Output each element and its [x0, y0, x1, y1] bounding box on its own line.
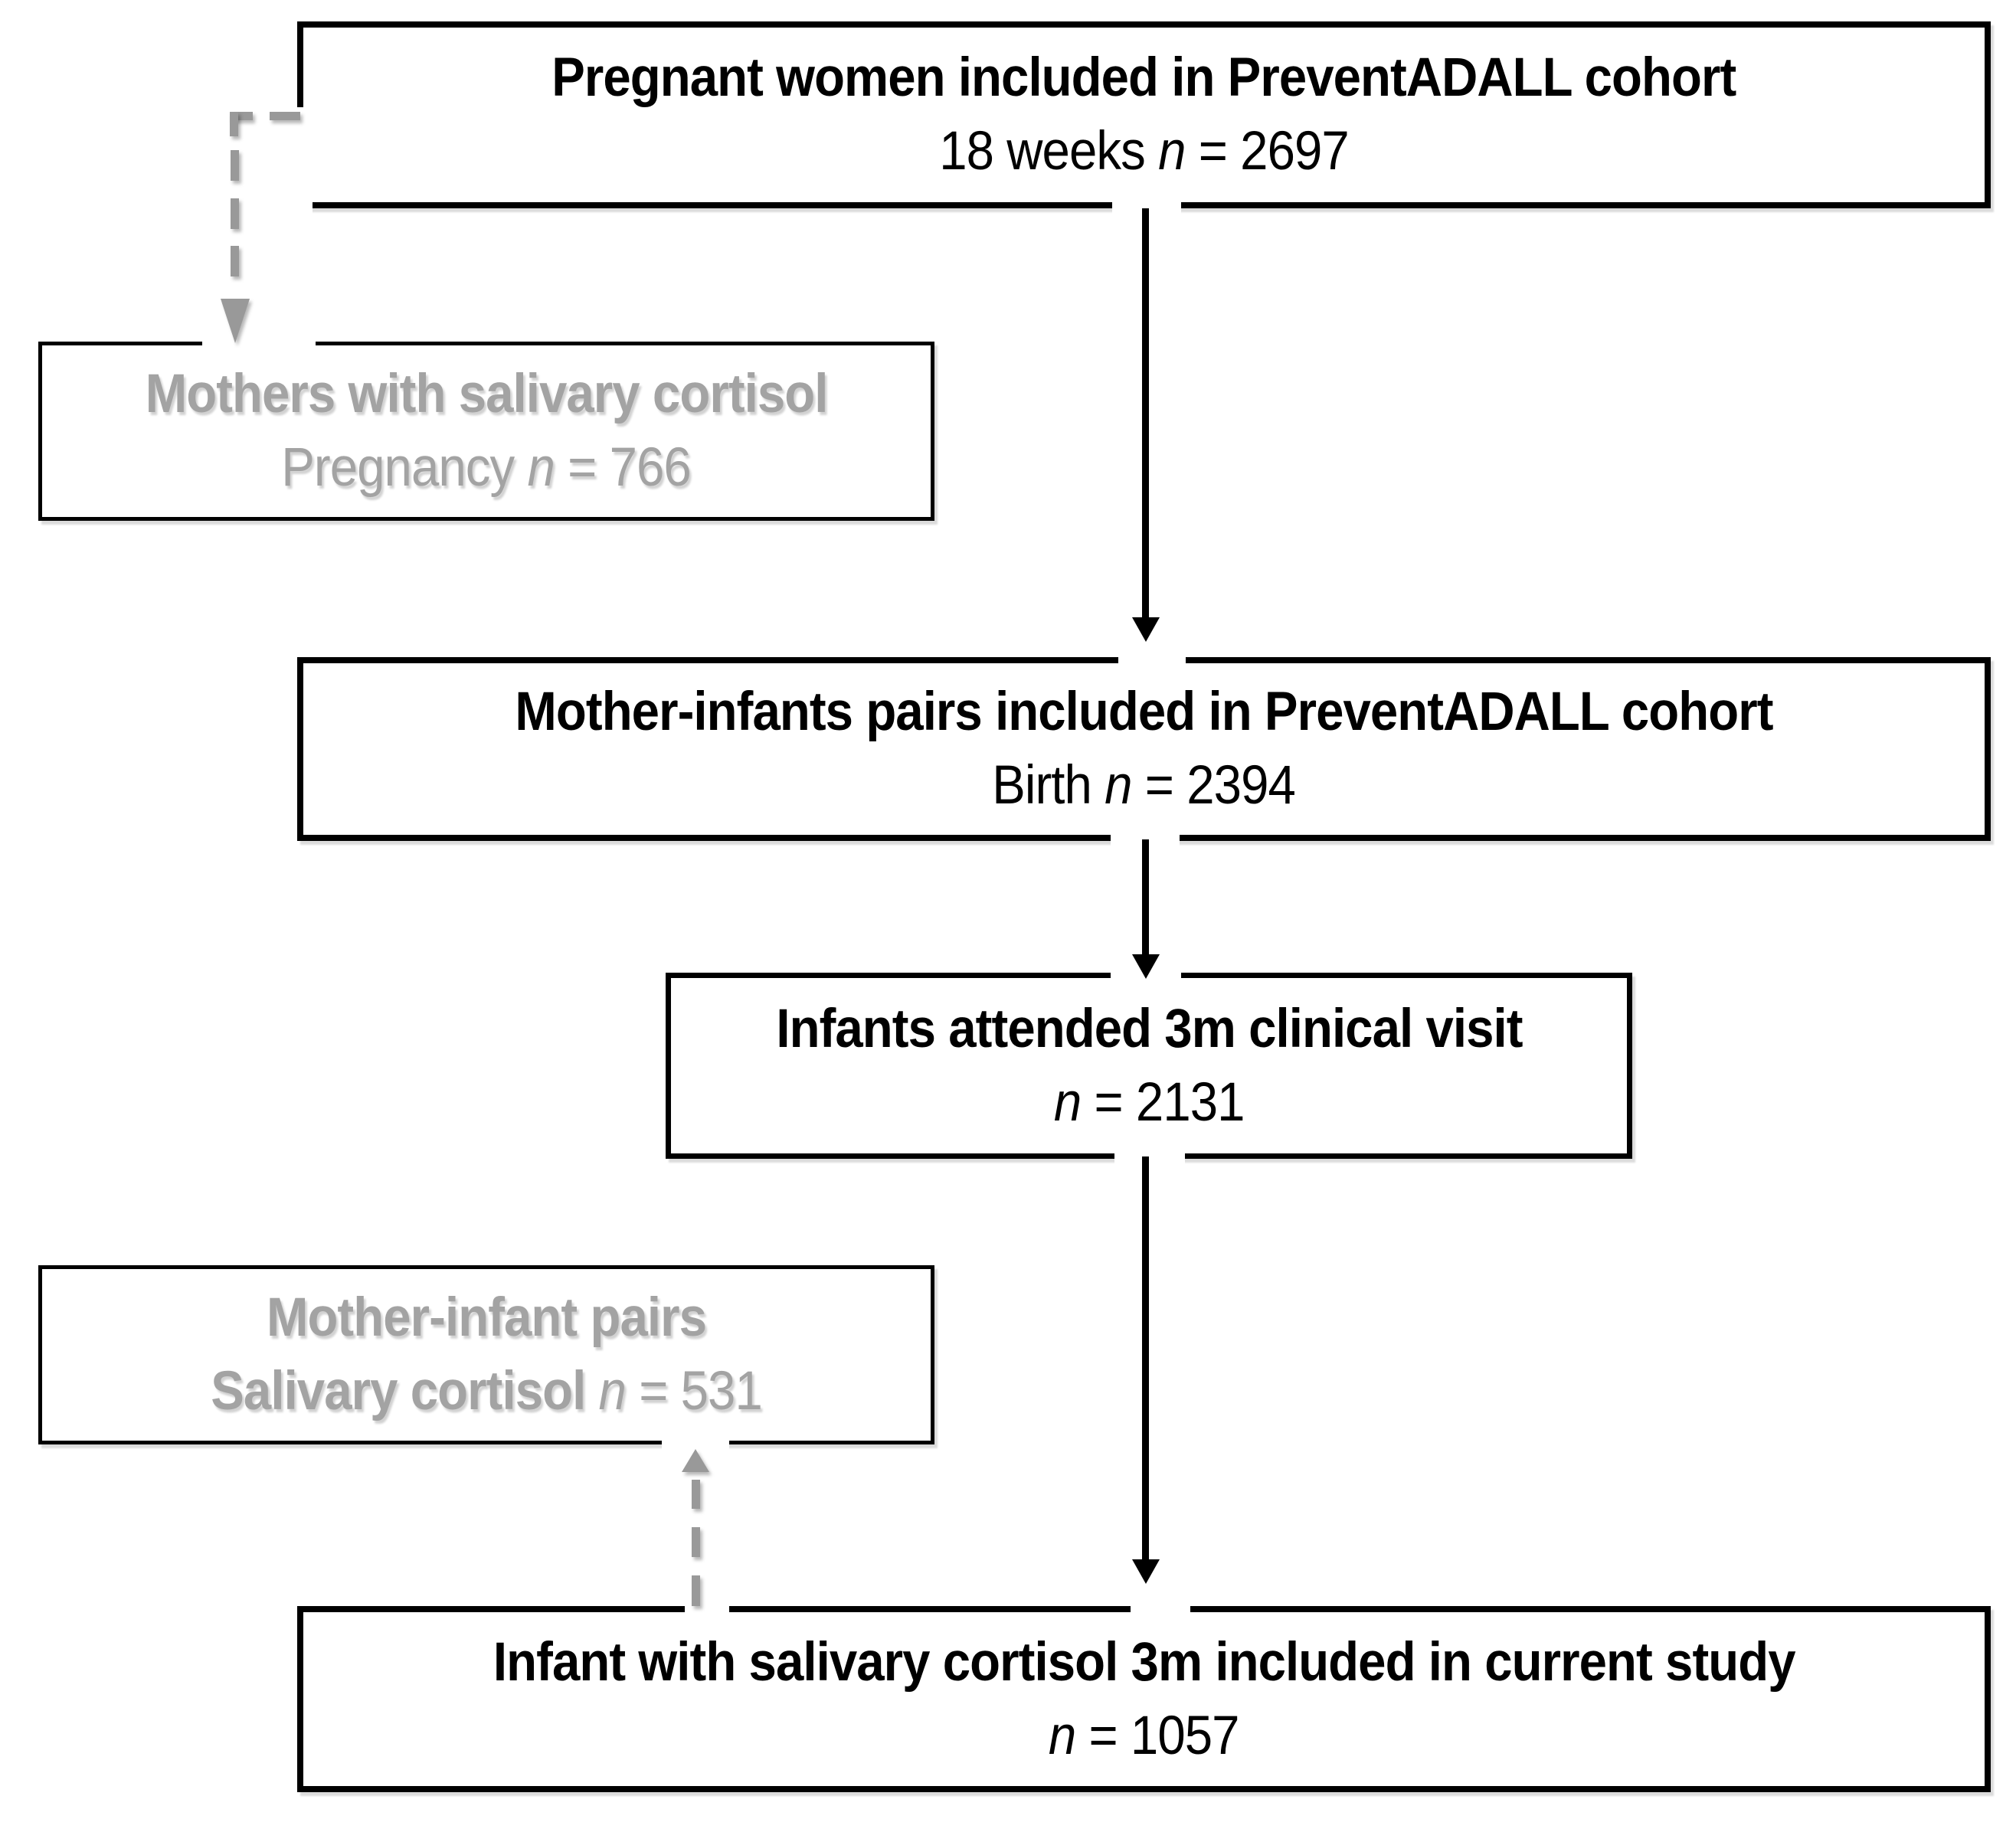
- flow-box-current-study: Infant with salivary cortisol 3m include…: [297, 1606, 1991, 1792]
- gray-arrow-up-icon: [682, 1449, 709, 1472]
- side-box-pairs-salivary-cortisol: Mother-infant pairs Salivary cortisol n …: [38, 1265, 934, 1444]
- dashed-connector-segment: [692, 1480, 700, 1509]
- n-symbol: n: [598, 1361, 626, 1421]
- arrow-down-icon: [1132, 1559, 1160, 1584]
- gray-arrow-down-icon: [221, 299, 250, 343]
- side-box-mothers-salivary-cortisol: Mothers with salivary cortisol Pregnancy…: [38, 342, 934, 521]
- box-title: Infants attended 3m clinical visit: [775, 998, 1523, 1059]
- box-title: Infant with salivary cortisol 3m include…: [493, 1631, 1796, 1693]
- box-title: Pregnant women included in PreventADALL …: [551, 47, 1736, 108]
- count-value: = 2131: [1081, 1071, 1245, 1133]
- box-title: Mothers with salivary cortisol: [145, 364, 829, 424]
- box-count-line: Birth n = 2394: [992, 749, 1297, 823]
- box-count-line: n = 2131: [1054, 1066, 1245, 1140]
- n-symbol: n: [527, 437, 555, 498]
- box-count-line: Salivary cortisol n = 531: [211, 1355, 763, 1428]
- count-value: = 2697: [1185, 121, 1350, 182]
- border-gap: [1131, 1601, 1190, 1620]
- dashed-connector-segment: [231, 150, 239, 181]
- border-gap: [291, 195, 313, 216]
- arrow-down-icon: [1132, 617, 1160, 642]
- dashed-connector-elbow: [230, 112, 238, 136]
- count-prefix: Pregnancy: [281, 437, 528, 498]
- arrow-cohort-to-birth: [1142, 208, 1149, 619]
- count-value: = 1057: [1075, 1705, 1240, 1766]
- dashed-connector-segment: [692, 1575, 700, 1606]
- n-symbol: n: [1105, 755, 1133, 816]
- arrow-3m-visit-to-current-study: [1142, 1156, 1149, 1561]
- box-title: Mother-infants pairs included in Prevent…: [515, 682, 1773, 742]
- border-gap: [291, 107, 308, 216]
- border-gap: [662, 1434, 729, 1451]
- count-prefix: 18 weeks: [939, 121, 1159, 182]
- box-title: Mother-infant pairs: [266, 1287, 707, 1348]
- dashed-connector-segment: [231, 246, 239, 276]
- border-gap: [202, 337, 316, 351]
- count-value: = 2394: [1132, 755, 1296, 816]
- count-value: = 531: [625, 1361, 763, 1421]
- dashed-connector-segment: [692, 1527, 700, 1557]
- count-value: = 766: [555, 437, 692, 498]
- count-prefix: Birth: [992, 755, 1105, 816]
- box-count-line: n = 1057: [1049, 1700, 1240, 1773]
- n-symbol: n: [1053, 1071, 1082, 1133]
- n-symbol: n: [1158, 121, 1186, 182]
- flow-box-infants-3m-visit: Infants attended 3m clinical visit n = 2…: [666, 973, 1632, 1159]
- box-count-line: Pregnancy n = 766: [282, 431, 692, 505]
- flow-box-mother-infant-pairs-cohort: Mother-infants pairs included in Prevent…: [297, 657, 1991, 841]
- n-symbol: n: [1049, 1705, 1076, 1766]
- count-prefix: Salivary cortisol: [211, 1361, 599, 1421]
- dashed-connector-segment: [270, 112, 300, 120]
- arrow-down-icon: [1132, 954, 1160, 979]
- dashed-connector-segment: [231, 198, 239, 229]
- box-count-line: 18 weeks n = 2697: [939, 115, 1349, 188]
- arrow-birth-to-3m-visit: [1142, 839, 1149, 956]
- flow-box-pregnant-women-cohort: Pregnant women included in PreventADALL …: [297, 21, 1991, 208]
- dashed-connector-elbow: [230, 112, 253, 120]
- border-gap: [1114, 1146, 1185, 1166]
- border-gap: [1118, 653, 1186, 671]
